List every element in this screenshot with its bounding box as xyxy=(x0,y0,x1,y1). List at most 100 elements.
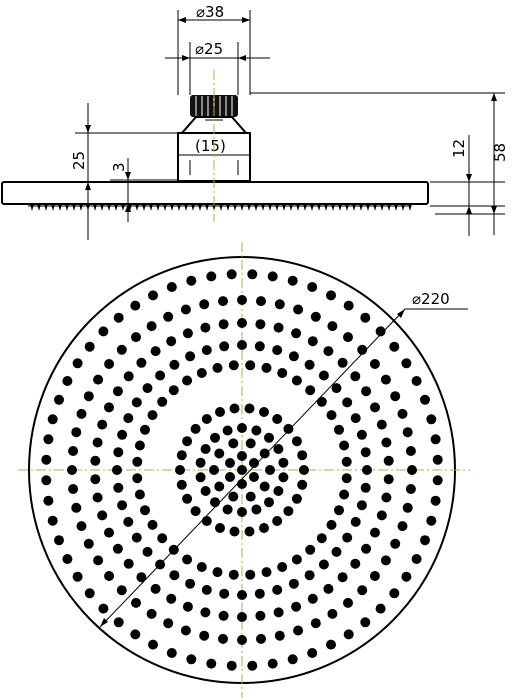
face-nozzle xyxy=(201,414,212,424)
side-nozzle xyxy=(233,204,237,211)
face-nozzle xyxy=(131,332,141,343)
face-nozzle xyxy=(251,504,262,515)
face-nozzle xyxy=(256,633,266,644)
face-nozzle xyxy=(247,660,258,671)
face-nozzle xyxy=(405,484,416,494)
face-nozzle xyxy=(182,554,193,565)
face-nozzle xyxy=(381,437,392,448)
shower-plate xyxy=(1,181,429,205)
face-nozzle xyxy=(84,588,95,599)
face-nozzle xyxy=(326,290,336,301)
face-nozzle xyxy=(265,465,275,475)
face-nozzle xyxy=(334,505,344,516)
face-nozzle xyxy=(195,472,206,483)
face-nozzle xyxy=(376,419,387,430)
face-nozzle xyxy=(123,558,134,569)
face-nozzle xyxy=(113,617,124,628)
face-nozzle xyxy=(219,588,230,599)
face-nozzle xyxy=(200,607,211,618)
face-nozzle xyxy=(43,495,54,506)
face-nozzle xyxy=(362,465,372,475)
face-nozzle xyxy=(41,475,52,486)
face-nozzle xyxy=(148,290,158,301)
face-nozzle xyxy=(361,543,372,554)
face-nozzle xyxy=(195,457,206,468)
face-nozzle xyxy=(420,535,430,546)
face-nozzle xyxy=(245,360,256,371)
side-nozzle xyxy=(37,204,41,211)
face-nozzle xyxy=(256,296,266,307)
face-nozzle xyxy=(169,359,180,370)
face-nozzle xyxy=(168,385,179,396)
face-nozzle xyxy=(273,486,284,496)
face-nozzle xyxy=(245,438,256,449)
face-nozzle xyxy=(254,588,265,599)
face-nozzle xyxy=(357,585,368,596)
face-nozzle xyxy=(228,438,239,449)
face-nozzle xyxy=(293,304,304,315)
face-nozzle xyxy=(215,407,225,417)
face-nozzle xyxy=(326,519,337,530)
dim-line-220 xyxy=(99,308,406,628)
face-nozzle xyxy=(255,319,266,330)
face-nozzle xyxy=(405,446,416,456)
face-nozzle xyxy=(369,571,380,581)
face-nozzle xyxy=(147,410,158,421)
face-nozzle xyxy=(323,583,334,594)
face-nozzle xyxy=(76,408,87,419)
face-nozzle xyxy=(237,465,247,475)
face-nozzle xyxy=(185,351,196,362)
face-nozzle xyxy=(272,414,283,424)
side-nozzle xyxy=(163,204,167,211)
face-nozzle xyxy=(297,479,308,490)
face-nozzle xyxy=(370,527,380,538)
face-nozzle xyxy=(199,630,210,641)
side-nozzle xyxy=(331,204,335,211)
face-nozzle xyxy=(130,300,141,311)
face-nozzle xyxy=(273,322,284,333)
face-nozzle xyxy=(201,345,212,356)
side-nozzle xyxy=(296,204,300,211)
face-nozzle xyxy=(113,482,124,493)
face-nozzle xyxy=(357,344,368,355)
side-nozzle xyxy=(359,204,363,211)
face-nozzle xyxy=(166,336,177,347)
side-nozzle xyxy=(247,204,251,211)
face-nozzle xyxy=(259,523,269,533)
side-nozzle xyxy=(352,204,356,211)
face-nozzle xyxy=(307,282,318,292)
face-nozzle xyxy=(361,386,372,397)
face-nozzle xyxy=(72,571,83,582)
face-nozzle xyxy=(369,359,380,369)
face-nozzle xyxy=(430,495,441,506)
face-nozzle xyxy=(380,555,391,566)
face-nozzle xyxy=(245,491,256,502)
face-nozzle xyxy=(104,527,114,538)
face-nozzle xyxy=(200,486,211,496)
face-nozzle xyxy=(307,593,318,604)
face-nozzle xyxy=(117,429,128,440)
face-nozzle xyxy=(155,370,166,381)
face-nozzle xyxy=(273,607,284,618)
face-nozzle xyxy=(148,639,158,650)
face-nozzle xyxy=(297,450,308,461)
side-nozzle xyxy=(72,204,76,211)
face-nozzle xyxy=(356,429,367,440)
face-nozzle xyxy=(293,625,304,636)
face-nozzle xyxy=(67,465,77,475)
face-nozzle xyxy=(326,639,336,650)
side-nozzle xyxy=(100,204,104,211)
face-nozzle xyxy=(426,515,437,526)
face-nozzle xyxy=(326,410,337,421)
face-nozzle xyxy=(237,340,247,350)
face-nozzle xyxy=(83,391,94,402)
face-nozzle xyxy=(291,328,302,339)
dim-label-15: (15) xyxy=(195,137,226,155)
front-view: ⌀220 xyxy=(18,242,470,698)
face-nozzle xyxy=(316,533,327,544)
face-nozzle xyxy=(245,569,256,580)
face-nozzle xyxy=(383,474,394,485)
nozzle-row xyxy=(30,204,412,211)
face-nozzle xyxy=(201,516,212,526)
dim-label-3: 3 xyxy=(110,162,128,172)
